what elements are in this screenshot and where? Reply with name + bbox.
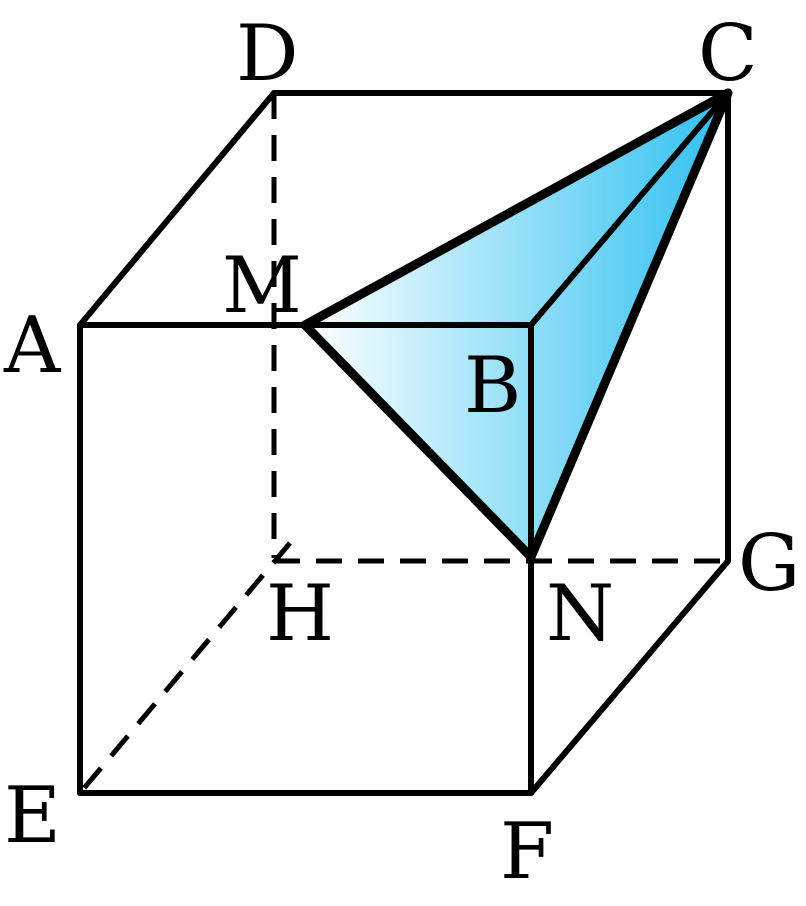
edge-mn — [300, 320, 536, 562]
label-m: M — [222, 241, 302, 331]
label-d: D — [236, 9, 299, 99]
edge-nc — [526, 88, 733, 562]
edge-fg — [528, 558, 731, 796]
edge-he — [78, 541, 292, 795]
label-e: E — [4, 771, 61, 861]
label-c: C — [698, 9, 758, 99]
label-a: A — [3, 301, 62, 391]
label-b: B — [464, 341, 521, 431]
edge-bc — [528, 90, 731, 328]
label-f: F — [500, 807, 554, 897]
label-g: G — [738, 519, 800, 609]
edge-ad — [77, 90, 277, 328]
label-n: N — [546, 569, 614, 659]
label-h: H — [266, 569, 334, 659]
edge-mc — [300, 88, 733, 330]
